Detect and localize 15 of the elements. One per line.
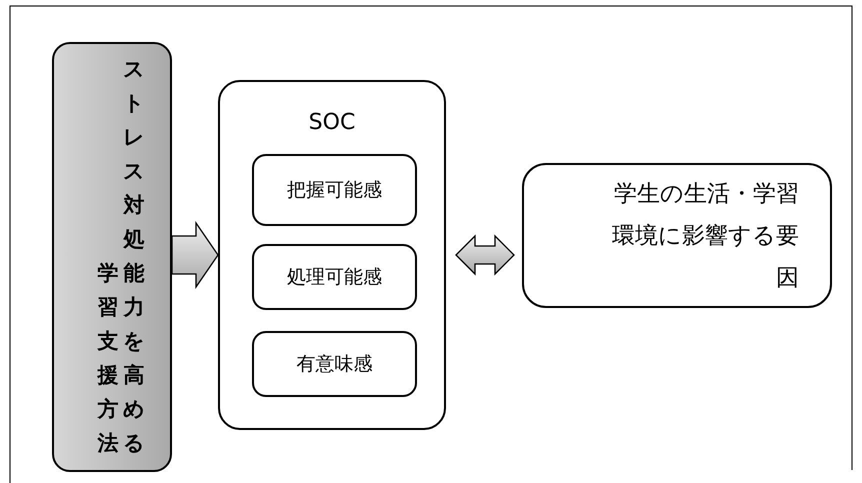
box-label: 把握可能感: [286, 178, 383, 203]
component-box: [252, 331, 417, 397]
factor-box: [522, 163, 832, 308]
box-label: 処理可能感: [286, 265, 383, 290]
vertical-label: ストレス対処能力を高める: [122, 55, 146, 457]
component-box: [252, 154, 417, 226]
method-box: [52, 42, 172, 472]
vertical-label: 学習支援方法: [96, 259, 120, 457]
block-arrow: [455, 234, 515, 276]
box-label: 学生の生活・学習環境に影響する要因: [611, 180, 800, 292]
box-label: 有意味感: [296, 352, 374, 377]
soc-box: [218, 80, 446, 430]
heading: SOC: [308, 110, 356, 135]
component-box: [252, 244, 417, 310]
block-arrow: [171, 220, 219, 290]
